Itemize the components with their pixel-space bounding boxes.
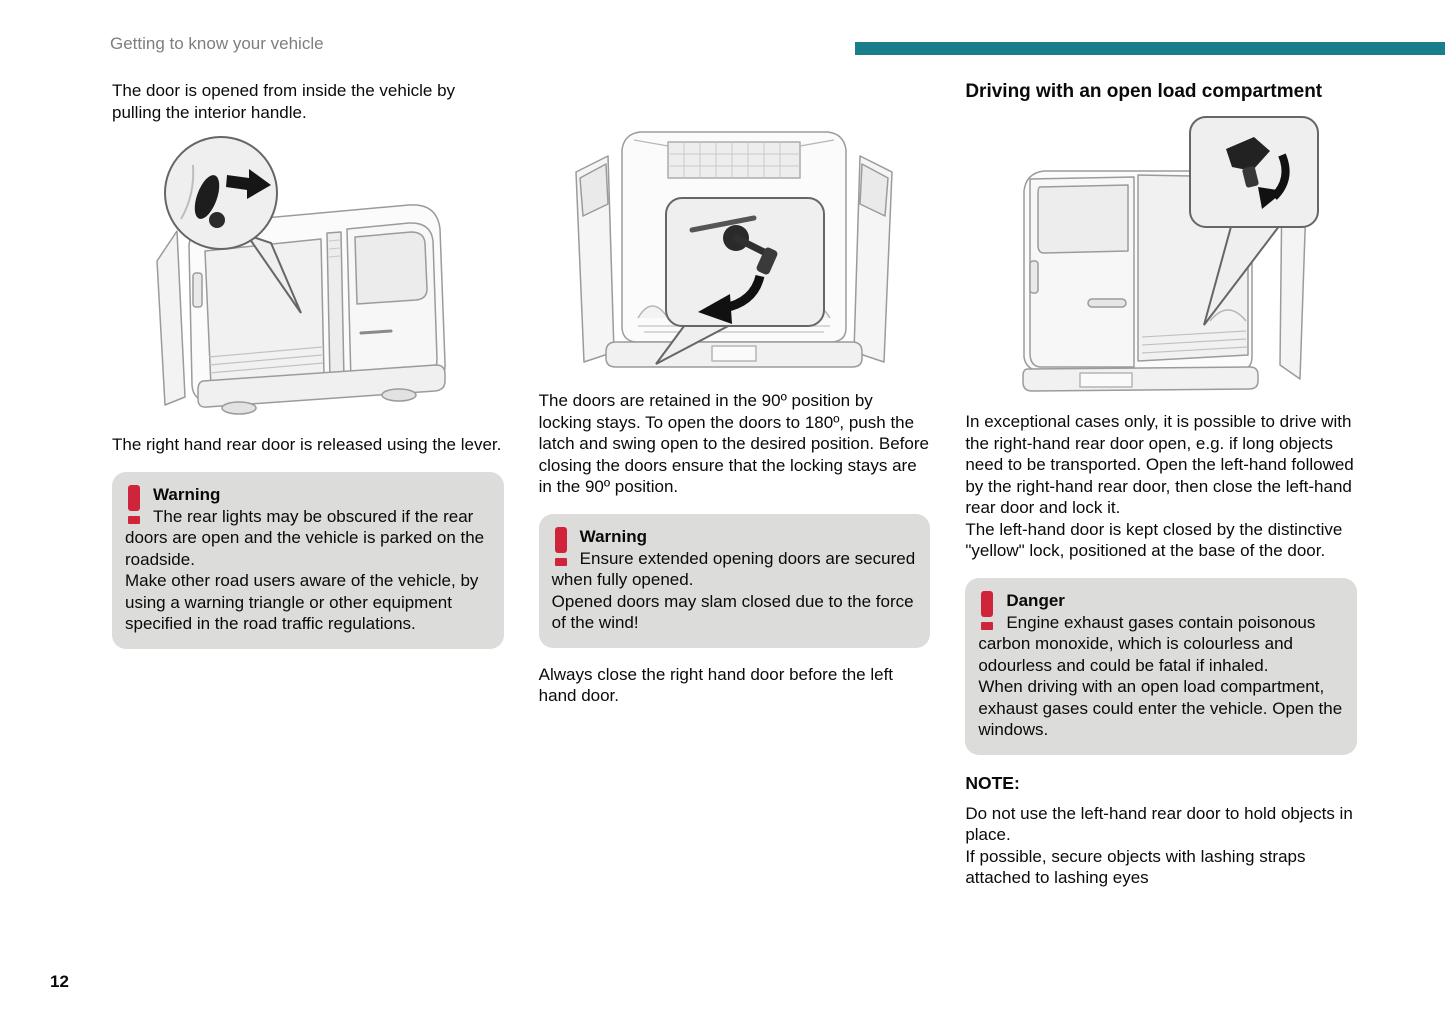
warning-box-left: Warning The rear lights may be obscured … — [112, 471, 504, 649]
danger-title: Danger — [1006, 590, 1065, 610]
note-label: NOTE: — [965, 772, 1020, 793]
caption-text: The right hand rear door is released usi… — [112, 435, 502, 454]
danger-exclamation-icon — [978, 589, 999, 631]
warning-title: Warning — [153, 484, 221, 504]
warning-exclamation-icon — [552, 525, 573, 567]
locking-stay-callout — [655, 197, 826, 365]
warning-title: Warning — [579, 526, 648, 546]
warning-box-middle: Warning Ensure extended opening doors ar… — [538, 513, 931, 648]
page-number: 12 — [50, 972, 69, 991]
section-heading: Driving with an open load compartment — [965, 81, 1323, 102]
warning-text: Make other road users aware of the vehic… — [125, 571, 479, 633]
note-text: If possible, secure objects with lashing… — [965, 846, 1306, 888]
warning-text: Opened doors may slam closed due to the … — [551, 591, 914, 633]
yellow-lock-callout — [1189, 116, 1320, 326]
van-interior-handle-illustration — [112, 131, 504, 426]
van-yellow-lock-illustration — [965, 111, 1357, 401]
interior-handle-callout — [163, 136, 302, 314]
van-rear-drawing — [1022, 116, 1320, 392]
body-text: The left-hand door is kept closed by the… — [965, 519, 1343, 561]
warning-text: The rear lights may be obscured if the r… — [125, 506, 485, 569]
column-middle: The doors are retained in the 90º positi… — [538, 80, 931, 889]
danger-text: Engine exhaust gases contain poisonous c… — [978, 612, 1316, 675]
van-rear-drawing — [156, 136, 446, 415]
column-right: Driving with an open load compartment — [965, 80, 1357, 889]
content-columns: The door is opened from inside the vehic… — [112, 80, 1357, 889]
intro-text: The door is opened from inside the vehic… — [112, 81, 456, 122]
chapter-title: Getting to know your vehicle — [110, 34, 324, 53]
van-rear-drawing — [575, 131, 894, 368]
warning-exclamation-icon — [125, 483, 146, 525]
body-text: In exceptional cases only, it is possibl… — [965, 412, 1354, 517]
closing-text: Always close the right hand door before … — [538, 664, 894, 706]
body-text: The doors are retained in the 90º positi… — [538, 391, 929, 496]
pull-direction-arrow-icon — [225, 169, 271, 199]
danger-box: Danger Engine exhaust gases contain pois… — [965, 577, 1357, 755]
warning-text: Ensure extended opening doors are secure… — [551, 548, 916, 590]
header-accent-bar — [855, 42, 1445, 55]
note-text: Do not use the left-hand rear door to ho… — [965, 803, 1353, 845]
danger-text: When driving with an open load compartme… — [978, 677, 1343, 739]
van-locking-stay-illustration — [539, 80, 931, 380]
column-left: The door is opened from inside the vehic… — [112, 80, 504, 889]
